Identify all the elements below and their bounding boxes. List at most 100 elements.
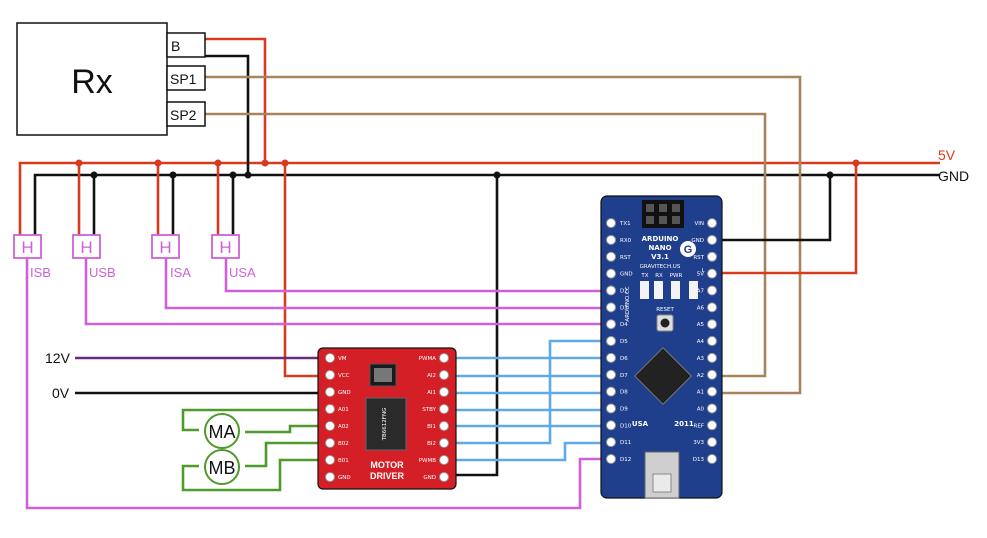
driver-chip-label: TB6612FNG [382,408,388,442]
svg-text:G: G [684,244,693,256]
nano-pin [707,319,717,330]
rx-port-b-label: B [171,38,180,54]
nano-pin-label: A1 [697,390,704,396]
nano-pin [606,251,616,262]
motor-mb: MB [204,449,240,485]
nano-pin [606,268,616,279]
nano-pin [707,454,717,464]
driver-pin [325,353,335,363]
supply-12v-label: 12V [45,350,71,366]
nano-pin-label: 5V [697,272,704,278]
driver-pin-label: BI2 [427,441,436,447]
nano-text-usa: USA [632,420,649,428]
nano-pin-label: GND [620,272,633,278]
driver-pin-label: B02 [338,441,349,447]
driver-pin-label: GND [338,475,351,481]
driver-pin [439,421,449,431]
rx-port-sp1 [166,65,206,91]
nano-pin [606,285,616,296]
nano-led-tx [640,281,649,299]
wire-usb-signal [84,258,611,326]
sensor-isb-label: ISB [30,265,51,280]
sensor-usa-label: USA [229,265,256,280]
nano-pin-label: TX1 [619,221,631,227]
driver-pin [439,353,449,363]
nano-pin [606,218,616,229]
nano-pin [606,352,616,363]
motor-ma-label: MA [209,422,236,442]
sensor-usb: H USB [72,234,116,280]
nano-pin [707,302,717,313]
nano-side-text: ARDUINO.CC [625,286,631,321]
driver-pin-label: A02 [338,424,349,430]
nano-pin-label: D9 [620,406,628,412]
nano-led-pwr-label: PWR [670,273,683,279]
supply-0v-label: 0V [52,385,70,401]
driver-pin [439,404,449,414]
wire-mb-b02 [245,441,330,468]
nano-text-version: V3.1 [651,253,669,261]
driver-pin [325,455,335,465]
nano-reset-label: RESET [656,307,674,313]
wire-gnd-rail [33,173,940,235]
nano-text-arduino: ARDUINO [642,235,679,243]
nano-pin-label: RST [620,255,631,261]
nano-pin [707,403,717,414]
wire-5v-rail [18,161,940,235]
rx-port-sp2-label: SP2 [170,107,197,123]
nano-led-l-label: L [701,268,705,274]
nano-pin-label: D2 [620,289,628,295]
driver-pin [325,438,335,448]
nano-pin-label: D7 [620,373,628,379]
rx-port-b [166,32,206,58]
driver-pin-label: STBY [422,407,436,413]
wire-bi2 [450,339,611,445]
driver-pin-label: GND [423,475,436,481]
nano-led-rx-label: RX [655,273,663,279]
nano-pin-label: D13 [693,457,705,463]
rail-label-gnd: GND [938,168,969,184]
motor-mb-label: MB [209,458,236,478]
nano-pin-label: D10 [620,423,632,429]
rail-label-5v: 5V [938,147,956,163]
nano-pin-label: D3 [620,305,628,311]
sensor-isa: H ISA [151,234,191,280]
nano-pin [707,420,717,431]
wire-ma-a02 [245,424,330,434]
nano-pin-label: A4 [697,339,705,345]
nano-led-tx-label: TX [640,273,648,279]
driver-chip [365,397,407,451]
driver-pin-label: VM [338,356,347,362]
driver-title-1: MOTOR [370,460,404,470]
nano-pin [707,218,717,229]
driver-pin [325,421,335,431]
wire-mb-b01 [181,458,330,492]
nano-pin-label: A2 [697,373,704,379]
sensor-usb-label: USB [89,265,116,280]
wire-nano-5v [722,163,858,275]
driver-pin-label: AI2 [427,373,436,379]
wire-nano-gnd [722,175,832,242]
nano-pin-label: D4 [620,322,628,328]
nano-pin-label: VIN [695,221,705,227]
nano-led-rx [654,281,663,299]
nano-pin [707,352,717,363]
wire-isa-signal [164,258,611,310]
driver-pin-label: VCC [338,373,350,379]
nano-pin-label: A3 [697,356,705,362]
nano-pin-label: A7 [697,289,705,295]
nano-pin [606,319,616,330]
driver-pin [325,387,335,397]
nano-pin-label: REF [694,423,704,429]
wire-sp2 [205,112,767,378]
wire-driver-vcc [283,163,330,378]
wires [18,37,940,510]
nano-text-nano: NANO [648,244,671,252]
sensor-usa-symbol: H [219,238,231,257]
driver-pin [325,472,335,482]
wire-isb-signal [25,258,611,510]
